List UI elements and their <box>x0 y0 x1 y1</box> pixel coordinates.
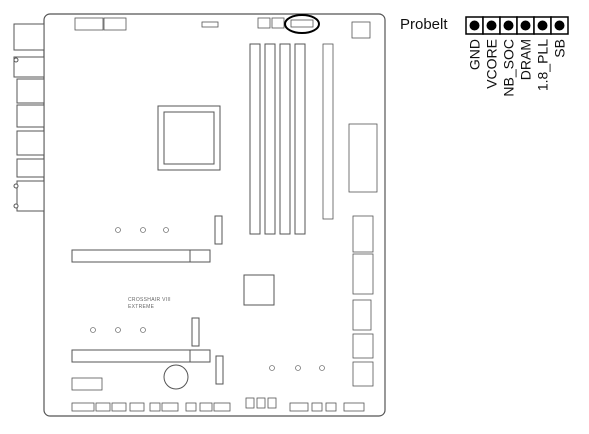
pin-label: 1.8_PLL <box>535 39 551 91</box>
bottom-edge-headers <box>71 397 365 412</box>
pin-dot <box>537 20 548 31</box>
pin-label: VCORE <box>484 39 500 89</box>
pin-label: SB <box>552 39 568 58</box>
pin-dot <box>486 20 497 31</box>
pin-dot <box>503 20 514 31</box>
mounting-standoffs <box>90 227 325 371</box>
pin-label: GND <box>467 39 483 70</box>
board-silkscreen-line1: CROSSHAIR VIII <box>128 297 171 303</box>
cmos-battery <box>163 364 189 390</box>
top-connectors <box>74 17 314 31</box>
pcie-slots <box>71 249 211 363</box>
pin-dot <box>520 20 531 31</box>
probelt-pin-header <box>465 16 569 35</box>
pin-dot <box>554 20 565 31</box>
connector-title: Probelt <box>400 16 448 33</box>
m2-slots <box>191 215 224 385</box>
board-silkscreen-line2: EXTREME <box>128 304 155 310</box>
chipset <box>243 274 275 306</box>
pin-dot <box>469 20 480 31</box>
cpu-socket <box>157 105 221 171</box>
pin-label: NB_SOC <box>501 39 517 97</box>
bottom-header-block <box>71 377 103 391</box>
right-edge-components <box>322 21 378 387</box>
pin-label: DRAM <box>518 39 534 80</box>
probelt-location-highlight <box>284 14 320 34</box>
rear-io-ports <box>13 23 45 212</box>
dimm-slots <box>249 43 306 235</box>
